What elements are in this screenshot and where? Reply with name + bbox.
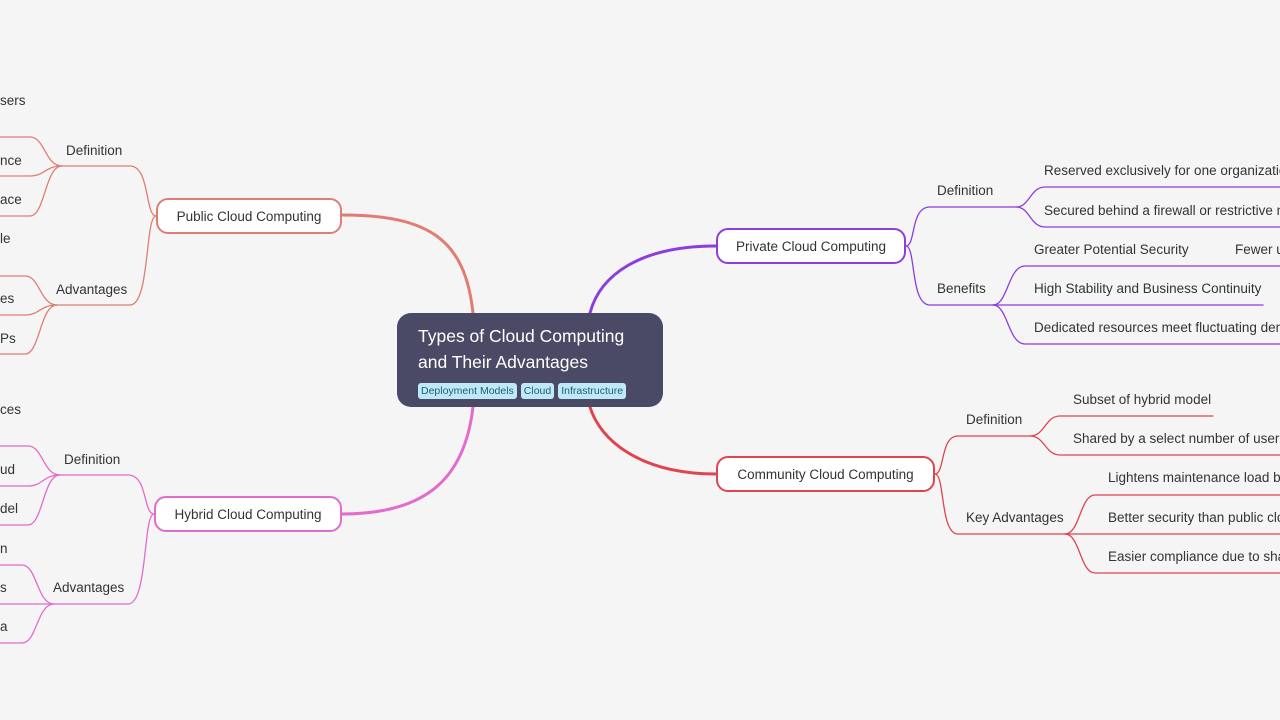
hybrid-advantages-node[interactable]: Advantages <box>53 580 125 595</box>
community-definition-leaf-1[interactable]: Subset of hybrid model <box>1073 392 1212 407</box>
community-advantages-leaf-3[interactable]: Easier compliance due to sha <box>1108 549 1280 564</box>
public-advantages-node[interactable]: Advantages <box>56 282 128 297</box>
private-benefits-leaf-2[interactable]: High Stability and Business Continuity <box>1034 281 1262 296</box>
public-definition-node[interactable]: Definition <box>66 143 123 158</box>
public-definition-leaf-3[interactable]: ace <box>0 192 22 207</box>
hybrid-definition-leaf-1[interactable]: ces <box>0 402 22 417</box>
hybrid-advantages-leaf-3[interactable]: a <box>0 619 8 634</box>
connector-central-community <box>588 405 718 476</box>
public-definition-leaf-1[interactable]: sers <box>0 93 26 108</box>
hybrid-advantages-leaf-2[interactable]: s <box>0 580 7 595</box>
tag-cloud[interactable]: Cloud <box>520 383 555 399</box>
connector-central-hybrid <box>340 405 475 516</box>
private-benefits-leaf-3[interactable]: Dedicated resources meet fluctuating den <box>1034 320 1280 335</box>
public-advantages-leaf-3[interactable]: Ps <box>0 331 16 346</box>
community-advantages-leaf-2[interactable]: Better security than public clo <box>1108 510 1280 525</box>
community-advantages-leaf-1[interactable]: Lightens maintenance load b <box>1108 470 1280 485</box>
branch-hybrid-cloud[interactable]: Hybrid Cloud Computing <box>154 496 342 532</box>
public-advantages-leaf-2[interactable]: es <box>0 291 15 306</box>
community-definition-leaf-2[interactable]: Shared by a select number of users <box>1073 431 1280 446</box>
branch-community-cloud[interactable]: Community Cloud Computing <box>716 456 935 492</box>
tag-deployment-models[interactable]: Deployment Models <box>418 383 517 399</box>
community-advantages-node[interactable]: Key Advantages <box>966 510 1064 525</box>
private-benefits-node[interactable]: Benefits <box>937 281 986 296</box>
connector-central-private <box>588 244 718 315</box>
connector-central-public <box>340 213 475 315</box>
branch-private-cloud[interactable]: Private Cloud Computing <box>716 228 906 264</box>
hybrid-definition-leaf-3[interactable]: del <box>0 501 19 516</box>
private-definition-leaf-2[interactable]: Secured behind a firewall or restrictive… <box>1044 203 1280 218</box>
hybrid-definition-node[interactable]: Definition <box>64 452 121 467</box>
private-benefits-leaf-1[interactable]: Greater Potential Security <box>1034 242 1189 257</box>
central-topic-tags: Deployment Models Cloud Infrastructure <box>418 383 642 399</box>
hybrid-definition-leaf-2[interactable]: ud <box>0 462 16 477</box>
public-definition-leaf-2[interactable]: nce <box>0 153 22 168</box>
private-definition-node[interactable]: Definition <box>937 183 994 198</box>
tag-infrastructure[interactable]: Infrastructure <box>558 383 627 399</box>
central-topic-title: Types of Cloud Computing and Their Advan… <box>418 326 625 372</box>
private-definition-leaf-1[interactable]: Reserved exclusively for one organizatio <box>1044 163 1280 178</box>
public-advantages-leaf-1[interactable]: le <box>0 231 11 246</box>
branch-public-cloud[interactable]: Public Cloud Computing <box>156 198 342 234</box>
private-security-subleaf[interactable]: Fewer u <box>1235 242 1280 257</box>
community-definition-node[interactable]: Definition <box>966 412 1023 427</box>
central-topic[interactable]: Types of Cloud Computing and Their Advan… <box>397 313 663 407</box>
hybrid-advantages-leaf-1[interactable]: n <box>0 541 8 556</box>
